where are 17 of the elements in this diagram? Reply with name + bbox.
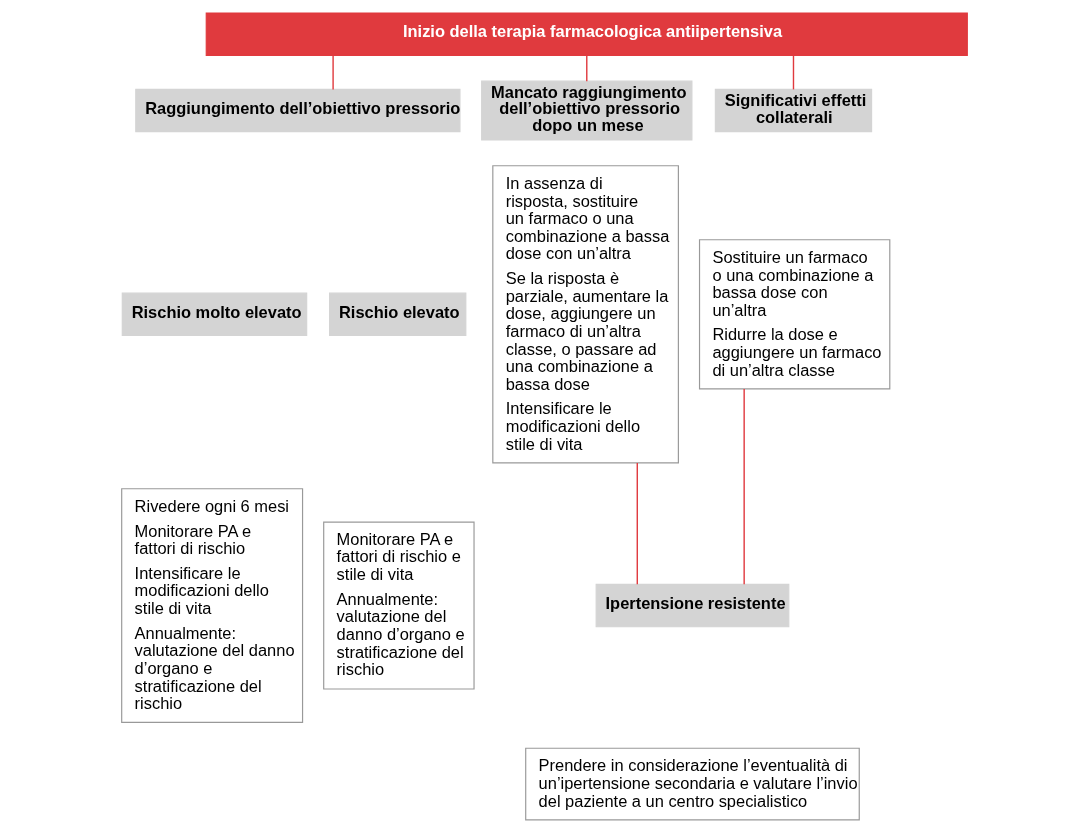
node-box: Prendere in considerazione l’eventualità di un’ipertensione secondaria e valutare l’invio del paziente a un centro specialistico bbox=[525, 747, 860, 821]
node-box: Mancato raggiungimento dell’obiettivo pressorio dopo un mese bbox=[481, 80, 693, 141]
node-box: Inizio della terapia farmacologica antiipertensiva bbox=[205, 12, 968, 56]
node-box: Sostituire un farmaco o una combinazione a bassa dose con un’altra Ridurre la dose e aggiungere un farmaco di un’altra classe bbox=[698, 239, 891, 390]
node-box: Raggiungimento dell’obiettivo pressorio bbox=[135, 88, 461, 133]
node-box: In assenza di risposta, sostituire un farmaco o una combinazione a bassa dose con un’altra Se la risposta è parziale, aumentare la dose, aggiungere un farmaco di un’altra classe, o passare ad una combinazione a bassa dose Intensificare le modificazioni dello stile di vita bbox=[492, 165, 679, 464]
node-box: Monitorare PA e fattori di rischio e stile di vita Annualmente: valutazione del danno d’organo e stratificazione del rischio bbox=[323, 521, 475, 690]
node-box: Rischio elevato bbox=[329, 292, 467, 337]
connector bbox=[743, 388, 745, 585]
connector bbox=[792, 54, 795, 91]
connector bbox=[586, 54, 588, 82]
node-box: Rivedere ogni 6 mesi Monitorare PA e fattori di rischio Intensificare le modificazioni dello stile di vita Annualmente: valutazione del danno d’organo e stratificazione del rischio bbox=[121, 488, 304, 724]
node-box: Significativi effetti collaterali bbox=[714, 88, 873, 133]
connector bbox=[636, 462, 638, 585]
node-box: Ipertensione resistente bbox=[595, 583, 790, 628]
connector bbox=[332, 54, 334, 91]
node-box: Rischio molto elevato bbox=[121, 292, 308, 337]
